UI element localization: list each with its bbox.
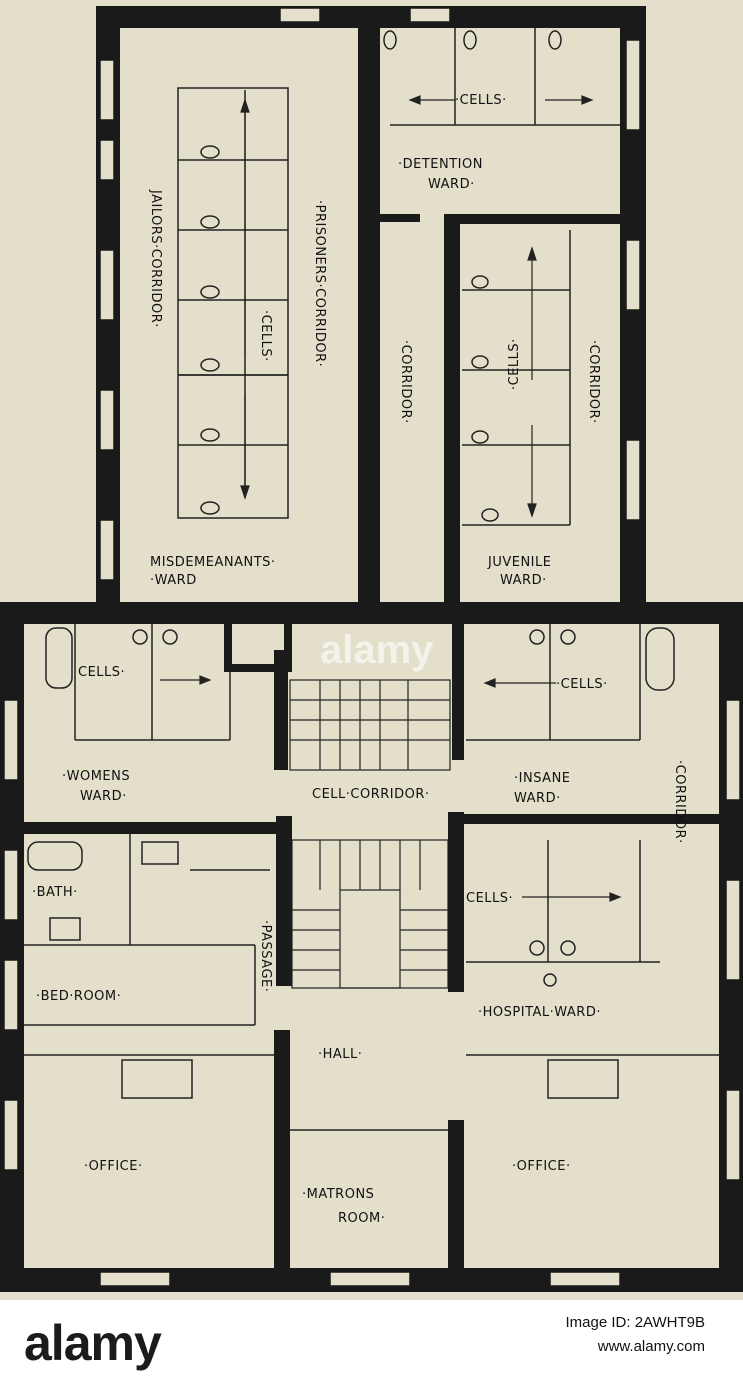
label-office-left: ·OFFICE· [84, 1159, 143, 1174]
label-cells-juvenile: ·CELLS· [507, 338, 522, 390]
cell-partitions [24, 28, 719, 1131]
label-prisoners-corridor: ·PRISONERS·CORRIDOR· [312, 200, 327, 367]
label-matrons-room-line1: ·MATRONS [302, 1187, 374, 1202]
image-id-text: Image ID: 2AWHT9B [565, 1314, 705, 1331]
label-bed-room: ·BED·ROOM· [36, 989, 121, 1004]
label-corridor-juvenile: ·CORRIDOR· [586, 340, 601, 424]
label-cells-insane: ·CELLS· [556, 677, 608, 692]
room-labels: JAILORS·CORRIDOR· ·PRISONERS·CORRIDOR· ·… [32, 93, 687, 1226]
label-cells-detention: ·CELLS· [455, 93, 507, 108]
fixtures [27, 30, 675, 1099]
label-matrons-room-line2: ROOM· [338, 1211, 385, 1226]
label-corridor-center: ·CORRIDOR· [398, 340, 413, 424]
label-insane-ward-line1: ·INSANE [514, 771, 571, 786]
label-detention-ward-line1: ·DETENTION [398, 157, 483, 172]
label-juvenile-ward-line2: WARD· [500, 573, 547, 588]
label-misdemeanants-ward-line1: MISDEMEANANTS· [150, 555, 276, 570]
site-url-text: www.alamy.com [597, 1338, 705, 1355]
watermark-bar: alamy Image ID: 2AWHT9B www.alamy.com [0, 1300, 743, 1390]
label-passage: ·PASSAGE· [258, 920, 273, 992]
label-jailors-corridor: JAILORS·CORRIDOR· [148, 189, 163, 328]
label-misdemeanants-ward-line2: ·WARD [150, 573, 197, 588]
arrows [160, 95, 622, 902]
windows [3, 7, 741, 1287]
stairs-lower [291, 839, 449, 989]
label-cells-womens: CELLS· [78, 665, 125, 680]
label-cells-hospital: CELLS· [466, 891, 513, 906]
label-hospital-ward: ·HOSPITAL·WARD· [478, 1005, 601, 1020]
label-womens-ward-line1: ·WOMENS [62, 769, 130, 784]
label-juvenile-ward-line1: JUVENILE [487, 555, 551, 570]
watermark-overlay: alamy [320, 628, 434, 672]
label-hall: ·HALL· [318, 1047, 362, 1062]
label-detention-ward-line2: WARD· [428, 177, 475, 192]
label-office-right: ·OFFICE· [512, 1159, 571, 1174]
brand-logo: alamy [24, 1315, 162, 1371]
floor-plan-drawing: JAILORS·CORRIDOR· ·PRISONERS·CORRIDOR· ·… [0, 6, 743, 1292]
label-cell-corridor: CELL·CORRIDOR· [312, 787, 430, 802]
label-womens-ward-line2: WARD· [80, 789, 127, 804]
label-bath: ·BATH· [32, 885, 78, 900]
floor-plan: JAILORS·CORRIDOR· ·PRISONERS·CORRIDOR· ·… [0, 6, 743, 1292]
label-insane-ward-line2: WARD· [514, 791, 561, 806]
label-corridor-right: ·CORRIDOR· [672, 760, 687, 844]
stairs-upper [289, 679, 451, 771]
label-cells-upper-left: ·CELLS· [258, 310, 273, 362]
